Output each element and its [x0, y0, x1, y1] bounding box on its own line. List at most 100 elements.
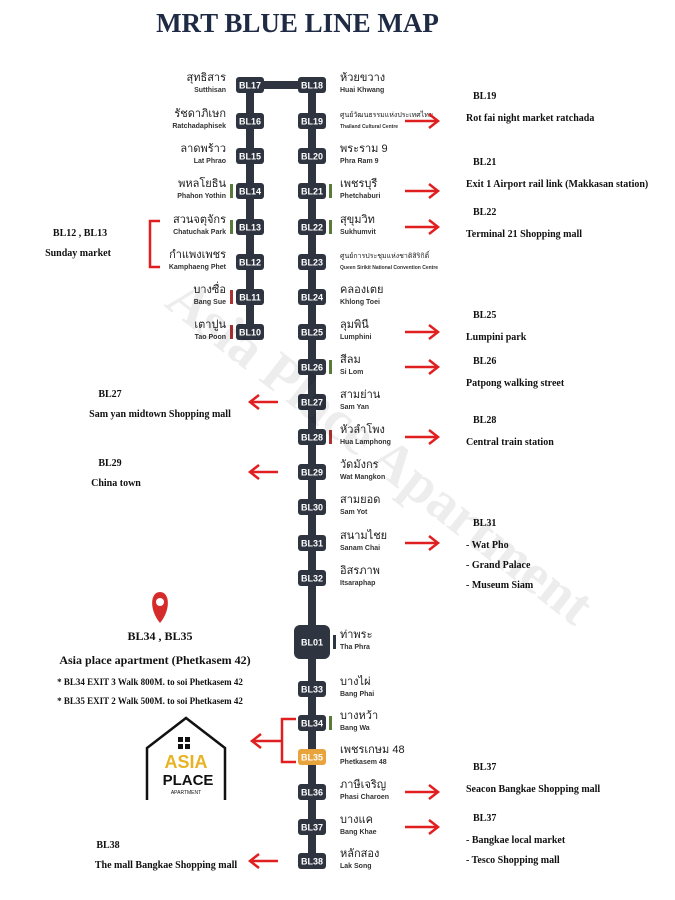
home-note: * BL34 EXIT 3 Walk 800M. to soi Phetkase…: [57, 677, 243, 687]
destination-code: BL27: [98, 389, 121, 400]
station-code: BL37: [301, 823, 323, 833]
station-badge-bl23: [298, 254, 326, 270]
station-name-eng: Wat Mangkon: [340, 474, 385, 481]
station-name-eng: Sanam Chai: [340, 545, 380, 552]
interchange-marker: [333, 635, 336, 649]
station-name-eng: Itsaraphap: [340, 580, 375, 587]
arrow-right-bl25-head: [428, 324, 441, 340]
station-code: BL21: [301, 187, 323, 197]
arrow-right-bl22-head: [428, 219, 441, 235]
station-name-thai: ภาษีเจริญ: [340, 778, 386, 791]
arrow-left-bl27-head: [247, 394, 260, 410]
destination-text: - Grand Palace: [466, 560, 531, 571]
station-name-eng: Lumphini: [340, 334, 372, 341]
station-name-eng: Phahon Yothin: [177, 193, 226, 200]
arrow-left-bl29-head: [247, 464, 260, 480]
station-name-eng: Lak Song: [340, 863, 372, 870]
station-name-eng: Phra Ram 9: [340, 158, 379, 165]
station-code: BL12: [239, 258, 261, 268]
station-name-thai: เพชรบุรี: [340, 177, 377, 190]
home-note: * BL35 EXIT 2 Walk 500M. to soi Phetkase…: [57, 696, 243, 706]
station-code: BL29: [301, 468, 323, 478]
station-name-eng: Phetchaburi: [340, 193, 381, 200]
station-code: BL22: [301, 223, 323, 233]
destination-text: Lumpini park: [466, 332, 527, 343]
station-badge-bl18: [298, 77, 326, 93]
station-code: BL01: [301, 638, 323, 648]
station-name-eng: Tao Poon: [195, 334, 226, 341]
station-badge-bl31: [298, 535, 326, 551]
destination-code: BL37: [473, 762, 496, 773]
station-code: BL34: [301, 719, 323, 729]
station-name-thai: สามยอด: [340, 494, 380, 506]
station-code: BL14: [239, 187, 261, 197]
station-name-thai: สามย่าน: [340, 389, 381, 401]
station-code: BL30: [301, 503, 323, 513]
destination-code: BL28: [473, 415, 496, 426]
arrow-home-head: [249, 733, 262, 749]
station-name-eng: Phetkasem 48: [340, 759, 387, 766]
location-pin-icon: [152, 592, 168, 623]
interchange-marker: [329, 184, 332, 198]
bracket-sunday-market: [148, 219, 160, 269]
arrow-right-bl31-head: [428, 535, 441, 551]
home-name: Asia place apartment (Phetkasem 42): [59, 653, 250, 667]
station-name-thai: หลักสอง: [340, 848, 379, 860]
station-code: BL27: [301, 398, 323, 408]
station-name-eng: Khlong Toei: [340, 299, 380, 306]
station-badge-bl12: [236, 254, 264, 270]
station-name-thai: ลุมพินี: [340, 318, 369, 331]
station-badge-bl29: [298, 464, 326, 480]
logo-window: [178, 737, 183, 742]
station-badge-bl15: [236, 148, 264, 164]
station-code: BL35: [301, 753, 323, 763]
destination-code: BL25: [473, 310, 496, 321]
station-code: BL20: [301, 152, 323, 162]
station-name-eng: Chatuchak Park: [173, 229, 226, 236]
destination-text: Exit 1 Airport rail link (Makkasan stati…: [466, 179, 648, 190]
destination-text: - Bangkae local market: [466, 835, 566, 846]
left-track: [246, 80, 254, 338]
station-name-eng: Sukhumvit: [340, 229, 376, 236]
interchange-marker: [230, 290, 233, 304]
arrow-right-bl28-head: [428, 429, 441, 445]
destination-text: Sunday market: [45, 248, 112, 259]
destination-code: BL12 , BL13: [53, 228, 107, 239]
destination-code: BL38: [96, 840, 119, 851]
station-name-thai: เพชรเกษม 48: [340, 744, 405, 756]
station-badge-bl22: [298, 219, 326, 235]
station-name-eng: Sutthisan: [194, 87, 226, 94]
station-code: BL15: [239, 152, 261, 162]
logo-house-icon: [145, 716, 227, 800]
station-badge-bl32: [298, 570, 326, 586]
station-name-thai: บางแค: [340, 814, 373, 826]
destination-text: Rot fai night market ratchada: [466, 113, 594, 124]
destination-text: - Wat Pho: [466, 540, 509, 551]
destination-text: Patpong walking street: [466, 378, 565, 389]
logo-window: [185, 744, 190, 749]
station-name-thai: ศูนย์การประชุมแห่งชาติสิริกิติ์: [340, 250, 431, 260]
station-name-thai: บางไผ่: [340, 675, 371, 688]
station-name-eng: Bang Sue: [194, 299, 226, 306]
station-name-eng: Bang Phai: [340, 691, 374, 698]
station-name-eng: Huai Khwang: [340, 87, 384, 94]
destination-code: BL21: [473, 157, 496, 168]
station-badge-bl11: [236, 289, 264, 305]
map-title: MRT BLUE LINE MAP: [156, 8, 439, 38]
station-code: BL18: [301, 81, 323, 91]
station-code: BL28: [301, 433, 323, 443]
station-badge-bl25: [298, 324, 326, 340]
destination-text: - Museum Siam: [466, 580, 534, 591]
logo-text-apartment: APARTMENT: [171, 790, 201, 796]
station-badge-bl36: [298, 784, 326, 800]
station-name-eng: Tha Phra: [340, 644, 370, 651]
station-name-eng: Hua Lamphong: [340, 439, 391, 446]
station-name-thai: ศูนย์วัฒนธรรมแห่งประเทศไทย: [340, 110, 433, 119]
interchange-marker: [230, 184, 233, 198]
station-name-thai: ท่าพระ: [340, 629, 373, 641]
station-code: BL17: [239, 81, 261, 91]
station-name-eng: Sam Yot: [340, 509, 368, 516]
station-code: BL11: [239, 293, 261, 303]
station-name-thai: บางหว้า: [340, 710, 378, 722]
